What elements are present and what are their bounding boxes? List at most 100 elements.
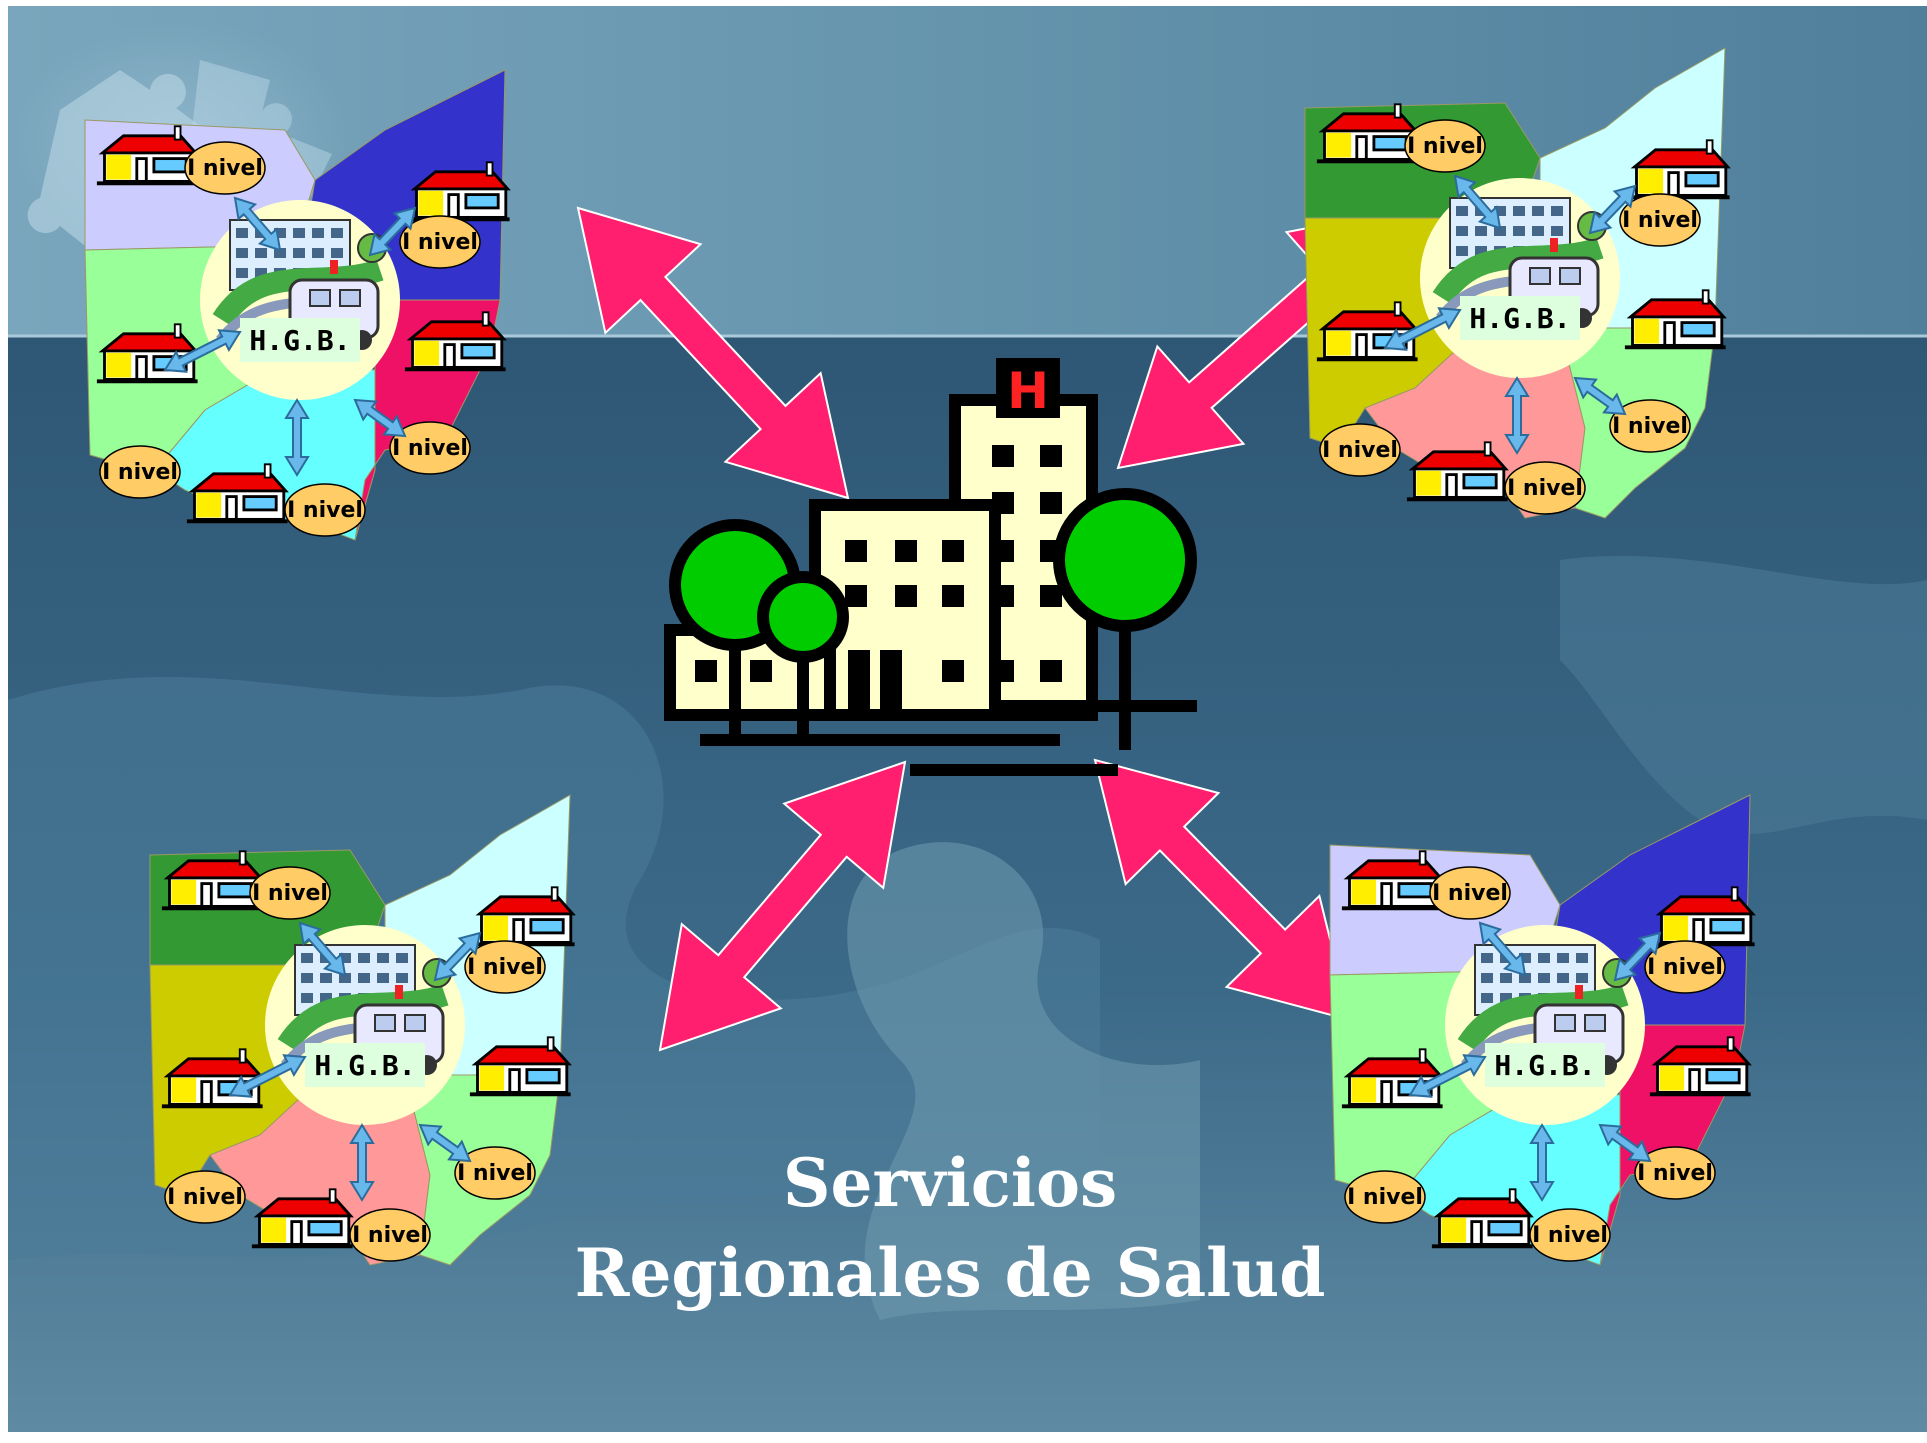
primary-care-text: I nivel [287, 498, 363, 523]
hospital-hub: H.G.B. [265, 925, 465, 1125]
primary-care-text: I nivel [1612, 414, 1688, 439]
primary-care-text: I nivel [252, 881, 328, 906]
referral-arrow [418, 1123, 472, 1163]
slide-title-line-2: Regionales de Salud [574, 1234, 1326, 1312]
region-bottom-right: H.G.B. I nivel I nivel I nivel I nivel I nive… [1329, 794, 1756, 1266]
house-icon [161, 1048, 264, 1109]
primary-care-text: I nivel [102, 460, 178, 485]
primary-care-text: I nivel [1637, 1161, 1713, 1186]
referral-arrow [298, 921, 347, 977]
primary-care-label: I nivel [389, 421, 471, 475]
house-icon [186, 463, 289, 524]
primary-care-text: I nivel [352, 1223, 428, 1248]
hospital-hub: H.G.B. [1420, 178, 1620, 378]
primary-care-label: I nivel [1344, 1170, 1426, 1224]
primary-care-label: I nivel [1404, 119, 1486, 173]
primary-care-text: I nivel [1622, 208, 1698, 233]
referral-arrow [1529, 1123, 1555, 1202]
house-icon [408, 161, 511, 222]
house-icon [1624, 289, 1727, 350]
hospital-hub-label: H.G.B. [1494, 1049, 1595, 1082]
window [1040, 585, 1062, 607]
referral-arrow [1504, 376, 1530, 455]
house-icon [469, 1036, 572, 1097]
referral-arrow [1453, 174, 1502, 230]
referral-arrow [433, 931, 482, 982]
window [750, 660, 772, 682]
central-hospital: H [664, 358, 1197, 776]
primary-care-text: I nivel [457, 1161, 533, 1186]
window [695, 660, 717, 682]
tree-icon [757, 571, 849, 663]
primary-care-label: I nivel [1429, 866, 1511, 920]
house-icon [251, 1188, 354, 1249]
primary-care-label: I nivel [1634, 1146, 1716, 1200]
primary-care-label: I nivel [284, 483, 366, 537]
primary-care-text: I nivel [1647, 955, 1723, 980]
house-icon [1341, 850, 1444, 911]
house-icon [1628, 139, 1731, 200]
window [992, 445, 1014, 467]
primary-care-label: I nivel [249, 866, 331, 920]
window [992, 660, 1014, 682]
primary-care-label: I nivel [1319, 423, 1401, 477]
house-icon [404, 311, 507, 372]
window [942, 540, 964, 562]
primary-care-label: I nivel [1529, 1208, 1611, 1262]
primary-care-text: I nivel [1322, 438, 1398, 463]
hospital-hub-label: H.G.B. [1469, 302, 1570, 335]
primary-care-label: I nivel [349, 1208, 431, 1262]
window [895, 540, 917, 562]
window [1040, 492, 1062, 514]
referral-arrow [228, 1054, 307, 1098]
referral-arrow [1598, 1123, 1652, 1163]
primary-care-label: I nivel [1619, 193, 1701, 247]
slide-title-line-1: Servicios [782, 1144, 1118, 1222]
primary-care-label: I nivel [1504, 461, 1586, 515]
primary-care-text: I nivel [1407, 134, 1483, 159]
primary-care-label: I nivel [464, 940, 546, 994]
hospital-hub: H.G.B. [1445, 925, 1645, 1125]
tree-icon [1053, 488, 1197, 632]
referral-arrow [233, 196, 282, 252]
referral-arrow [368, 206, 417, 257]
house-icon [1431, 1188, 1534, 1249]
window [942, 585, 964, 607]
primary-care-text: I nivel [1432, 881, 1508, 906]
referral-arrow [1408, 1054, 1487, 1098]
hospital-sign: H [1007, 362, 1049, 420]
arrow-top-left [576, 206, 850, 500]
window [992, 585, 1014, 607]
primary-care-label: I nivel [184, 141, 266, 195]
primary-care-text: I nivel [167, 1185, 243, 1210]
window [895, 585, 917, 607]
referral-arrow [1383, 307, 1462, 351]
primary-care-label: I nivel [399, 215, 481, 269]
window [845, 540, 867, 562]
primary-care-text: I nivel [187, 156, 263, 181]
referral-arrow [1573, 376, 1627, 416]
referral-arrow [1588, 184, 1637, 235]
house-icon [1316, 103, 1419, 164]
arrow-bottom-left [658, 760, 907, 1052]
hospital-hub-label: H.G.B. [314, 1049, 415, 1082]
window [1040, 660, 1062, 682]
referral-arrow [284, 398, 310, 477]
primary-care-label: I nivel [164, 1170, 246, 1224]
region-bottom-left: H.G.B. I nivel I nivel I nivel I nivel I nive… [149, 794, 576, 1266]
primary-care-text: I nivel [1507, 476, 1583, 501]
primary-care-text: I nivel [1347, 1185, 1423, 1210]
house-icon [1653, 886, 1756, 947]
window [992, 492, 1014, 514]
regions-layer: H.G.B. I nivel I nivel I nivel I nivel I nive… [84, 47, 1756, 1266]
primary-care-text: I nivel [402, 230, 478, 255]
window [845, 585, 867, 607]
window [992, 540, 1014, 562]
primary-care-label: I nivel [1609, 399, 1691, 453]
primary-care-label: I nivel [1644, 940, 1726, 994]
house-icon [1406, 441, 1509, 502]
referral-arrow [353, 398, 407, 438]
